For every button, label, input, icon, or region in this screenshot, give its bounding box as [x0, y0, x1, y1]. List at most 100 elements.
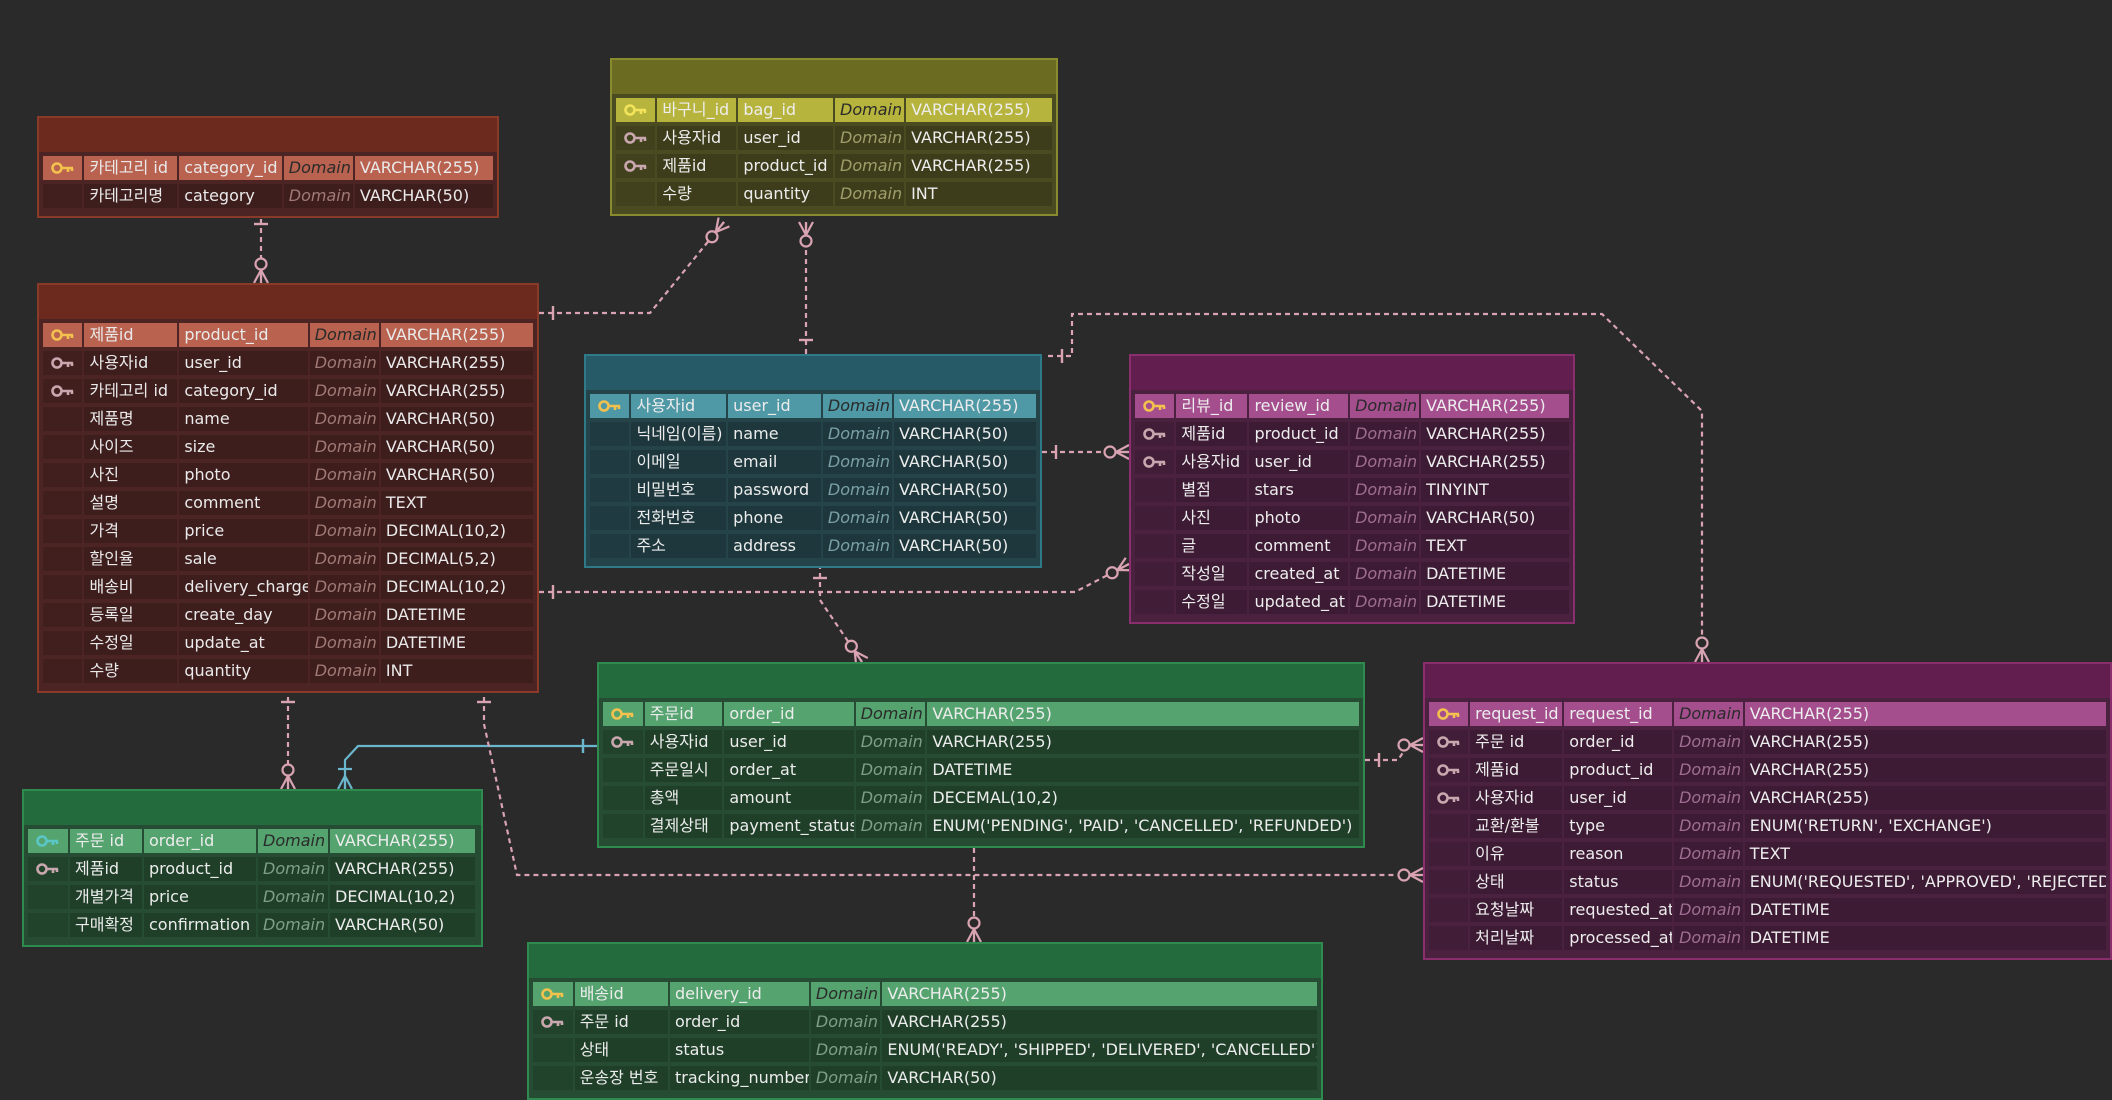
primary-key-icon [1429, 702, 1468, 726]
entity-header[interactable] [1425, 664, 2110, 698]
column-physical-name: 설명 [84, 491, 177, 515]
column-domain: Domain [856, 758, 926, 782]
relationship-user-review[interactable] [1042, 445, 1129, 459]
entity-header[interactable] [39, 118, 497, 152]
column-physical-name: 카테고리명 [84, 184, 177, 208]
entity-header[interactable] [39, 285, 537, 319]
entity-header[interactable] [612, 60, 1056, 94]
entity-header[interactable] [529, 944, 1321, 978]
relationship-category-product[interactable] [254, 210, 268, 283]
column-logical-name: product_id [179, 323, 307, 347]
relationship-user-shopping_bag[interactable] [799, 222, 813, 354]
column-data-type: VARCHAR(255) [381, 323, 533, 347]
column-logical-name: user_id [1249, 450, 1348, 474]
relationship-order-order_item[interactable] [338, 739, 597, 789]
relationship-product-shopping_bag[interactable] [539, 218, 729, 320]
column-logical-name: request_id [1564, 702, 1672, 726]
column-physical-name: 제품id [70, 857, 142, 881]
column-logical-name: confirmation [144, 913, 256, 937]
column-data-type: DECIMAL(5,2) [381, 547, 533, 571]
entity-header[interactable] [586, 356, 1040, 390]
entity-header[interactable] [599, 664, 1363, 698]
column-domain: Domain [258, 857, 328, 881]
column-physical-name: 사용자id [631, 394, 726, 418]
column-logical-name: create_day [179, 603, 307, 627]
entity-header[interactable] [1131, 356, 1573, 390]
column-logical-name: category_id [179, 156, 282, 180]
column-physical-name: 사진 [1176, 506, 1247, 530]
key-cell-empty [43, 184, 82, 208]
foreign-key-icon [43, 379, 82, 403]
relationship-user-order[interactable] [813, 564, 868, 666]
relationship-order-exchange_refund[interactable] [1365, 738, 1423, 767]
relationship-product-order_item[interactable] [281, 688, 295, 789]
entity-header[interactable] [24, 791, 481, 825]
